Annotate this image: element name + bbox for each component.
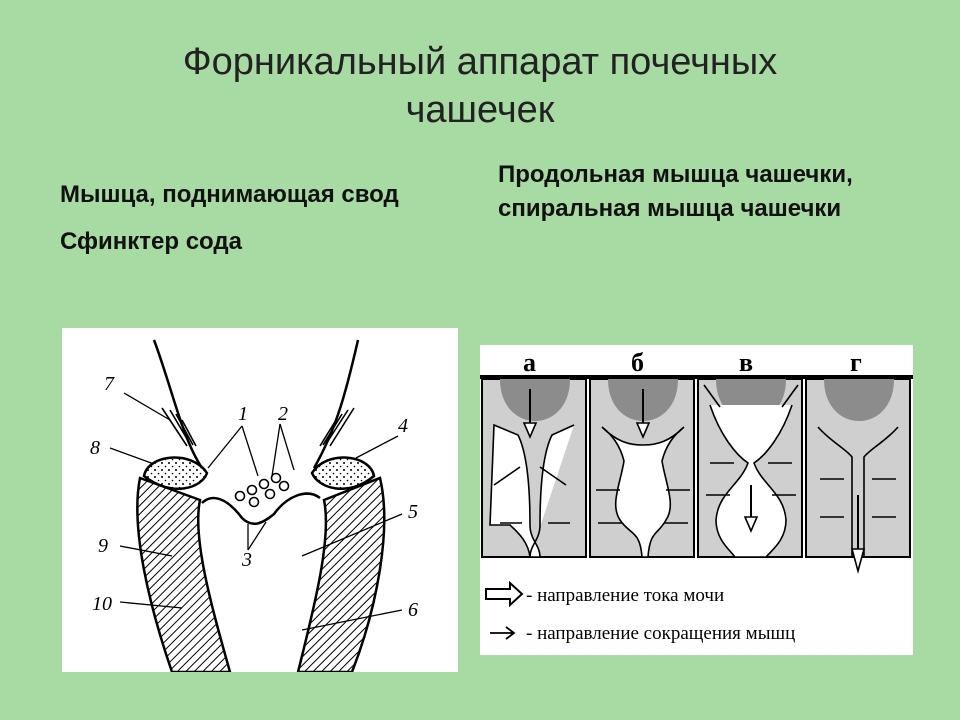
label-10: 10 xyxy=(92,593,112,615)
subpanel-v: в xyxy=(697,348,803,558)
hollow-arrow-icon xyxy=(485,580,524,608)
legend-text-muscle: - направление сокращения мышц xyxy=(526,623,795,644)
panel-label-a: а xyxy=(523,348,536,377)
fornix-anatomy-figure: 7 8 1 2 4 5 3 9 10 6 xyxy=(62,328,458,674)
panel-label-v: в xyxy=(739,348,753,377)
legend-muscle-contraction: - направление сокращения мышц xyxy=(490,623,795,644)
label-3: 3 xyxy=(241,549,252,571)
calyx-wall-right xyxy=(296,476,386,674)
left-item-muscle: Мышца, поднимающая свод xyxy=(60,181,399,208)
label-8: 8 xyxy=(90,437,100,459)
right-item-muscles: Продольная мышца чашечки, спиральная мыш… xyxy=(498,161,853,222)
panel-header-line xyxy=(480,375,913,379)
left-item-sphincter: Сфинктер сода xyxy=(60,228,242,255)
thin-arrow-icon xyxy=(490,626,516,640)
leader-lines xyxy=(109,392,403,631)
muscle-fibers-right xyxy=(319,407,355,447)
subpanel-b: б xyxy=(589,348,695,558)
legend-urine-flow: - направление тока мочи xyxy=(485,580,724,608)
muscle-fibers-left xyxy=(161,407,197,447)
lumen-top xyxy=(201,492,321,526)
panel-label-g: г xyxy=(850,348,862,377)
fornix-left xyxy=(142,456,209,491)
label-6: 6 xyxy=(408,599,418,621)
label-7: 7 xyxy=(104,373,115,395)
right-text-block: Продольная мышца чашечки, спиральная мыш… xyxy=(498,158,918,226)
papilla-right-border xyxy=(312,339,360,469)
label-4: 4 xyxy=(398,415,408,437)
label-5: 5 xyxy=(408,501,418,523)
label-2: 2 xyxy=(278,403,288,425)
title-line-1: Форникальный аппарат почечных xyxy=(182,41,778,83)
calyx-wall-left xyxy=(136,476,232,674)
fornix-anatomy-svg: 7 8 1 2 4 5 3 9 10 6 xyxy=(90,339,418,674)
calyx-function-figure: а б в г xyxy=(480,345,913,655)
calyx-function-svg: а б в г xyxy=(480,347,913,644)
papillary-ducts xyxy=(234,472,290,508)
slide-title: Форникальный аппарат почечных чашечек xyxy=(0,38,960,134)
label-9: 9 xyxy=(98,535,108,557)
papilla-left-border xyxy=(152,339,204,469)
title-line-2: чашечек xyxy=(405,89,555,131)
subpanel-a: а xyxy=(481,348,587,558)
fornix-right xyxy=(310,456,376,491)
label-1: 1 xyxy=(238,403,248,425)
panel-label-b: б xyxy=(631,348,644,377)
legend-text-urine: - направление тока мочи xyxy=(526,585,724,606)
subpanel-g: г xyxy=(805,348,911,575)
left-text-block: Мышца, поднимающая свод Сфинктер сода xyxy=(60,180,460,274)
